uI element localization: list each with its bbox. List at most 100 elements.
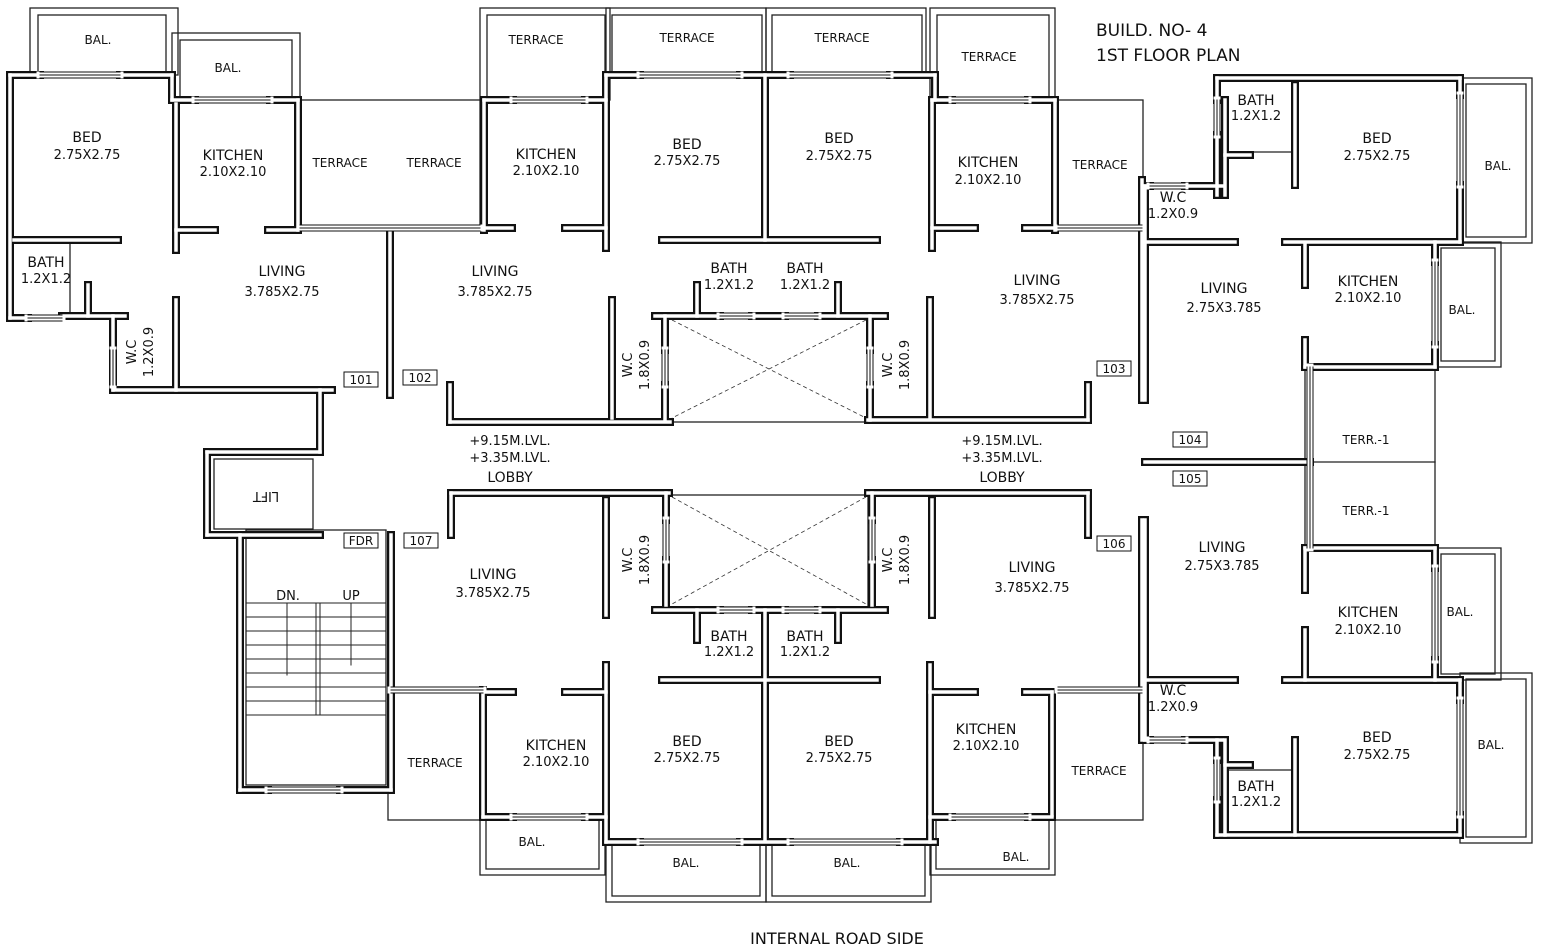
room-size: 2.75X2.75 [806, 149, 873, 164]
unit-number-105: 105 [1179, 472, 1202, 486]
room-balcony: BAL. [673, 856, 700, 870]
room-kitchen: KITCHEN [203, 148, 264, 164]
room-terrace: TERRACE [960, 50, 1016, 64]
lobby-text: LOBBY [979, 470, 1025, 486]
outline [935, 816, 1050, 870]
room-bed: BED [824, 734, 853, 750]
outline [771, 14, 923, 76]
room-size: 1.2X1.2 [780, 278, 830, 293]
room-kitchen: KITCHEN [516, 147, 577, 163]
room-bath: BATH [1237, 93, 1274, 109]
room-kitchen: KITCHEN [1338, 274, 1399, 290]
outline [1440, 553, 1496, 675]
level-text: +9.15M.LVL. [961, 434, 1042, 449]
room-balcony: BAL. [1449, 303, 1476, 317]
unit-number-102: 102 [409, 371, 432, 385]
room-living: LIVING [470, 567, 517, 583]
room-living: LIVING [1199, 540, 1246, 556]
road-label: INTERNAL ROAD SIDE [750, 929, 924, 948]
building-title: BUILD. NO- 4 [1096, 21, 1207, 41]
room-bath: BATH [710, 629, 747, 645]
unit-number-106: 106 [1103, 537, 1126, 551]
room-wc: W.C [125, 340, 140, 365]
room-terrace: TERRACE [1071, 158, 1127, 172]
room-bed: BED [824, 131, 853, 147]
stair-up-label: UP [342, 589, 360, 604]
room-balcony: BAL. [1478, 738, 1505, 752]
room-size: 1.2X1.2 [21, 272, 71, 287]
room-terrace: TERR.-1 [1342, 433, 1390, 447]
room-size: 2.75X2.75 [654, 751, 721, 766]
room-wc: W.C [1160, 683, 1187, 699]
unit-number-101: 101 [350, 373, 373, 387]
room-size: 3.785X2.75 [244, 285, 319, 300]
room-size: 3.785X2.75 [455, 586, 530, 601]
room-size: 3.785X2.75 [999, 293, 1074, 308]
room-bed: BED [72, 130, 101, 146]
room-bed: BED [1362, 730, 1391, 746]
room-kitchen: KITCHEN [1338, 605, 1399, 621]
room-size: 2.10X2.10 [523, 755, 590, 770]
room-bath: BATH [786, 629, 823, 645]
room-size: 1.2X0.9 [1148, 207, 1198, 222]
room-balcony: BAL. [834, 856, 861, 870]
room-bath: BATH [786, 261, 823, 277]
room-terrace: TERR.-1 [1342, 504, 1390, 518]
lift-label: LIFT [253, 488, 279, 503]
room-size: 1.8X0.9 [898, 535, 913, 585]
unit-number-107: 107 [410, 534, 433, 548]
room-size: 3.785X2.75 [457, 285, 532, 300]
room-bath: BATH [1237, 779, 1274, 795]
room-living: LIVING [259, 264, 306, 280]
room-balcony: BAL. [1485, 159, 1512, 173]
outline [667, 494, 869, 608]
room-size: 2.75X2.75 [1344, 149, 1411, 164]
level-text: +3.35M.LVL. [961, 451, 1042, 466]
outline [1440, 247, 1496, 362]
duct-shaft-top [671, 319, 867, 419]
outline [765, 841, 932, 903]
outline [387, 689, 484, 821]
room-wc: W.C [621, 353, 636, 378]
outline [611, 14, 763, 76]
lobby-label-left: +9.15M.LVL. +3.35M.LVL. LOBBY [469, 434, 550, 486]
outline [486, 14, 606, 101]
room-wc: W.C [1160, 190, 1187, 206]
room-size: 2.75X3.785 [1186, 301, 1261, 316]
room-terrace: TERRACE [405, 156, 461, 170]
room-balcony: BAL. [215, 61, 242, 75]
room-size: 2.75X2.75 [806, 751, 873, 766]
room-kitchen: KITCHEN [956, 722, 1017, 738]
room-terrace: TERRACE [1070, 764, 1126, 778]
outline [1465, 678, 1527, 838]
room-size: 1.2X0.9 [142, 327, 157, 377]
outline [1304, 366, 1436, 549]
room-terrace: TERRACE [658, 31, 714, 45]
room-size: 2.10X2.10 [953, 739, 1020, 754]
outline [1465, 83, 1527, 238]
stair-down-label: DN. [276, 589, 300, 604]
floor-plan-title: 1ST FLOOR PLAN [1096, 46, 1240, 66]
room-size: 3.785X2.75 [994, 581, 1069, 596]
room-size: 2.10X2.10 [955, 173, 1022, 188]
room-size: 2.10X2.10 [1335, 291, 1402, 306]
room-size: 2.10X2.10 [513, 164, 580, 179]
room-wc: W.C [881, 548, 896, 573]
lobby-text: LOBBY [487, 470, 533, 486]
level-text: +9.15M.LVL. [469, 434, 550, 449]
room-wc: W.C [881, 353, 896, 378]
outline [605, 841, 767, 903]
unit-number-103: 103 [1103, 362, 1126, 376]
room-size: 1.8X0.9 [638, 535, 653, 585]
walls [6, 71, 1464, 846]
outline [479, 7, 611, 101]
fdr-label: FDR [349, 534, 373, 548]
outline [1054, 689, 1144, 821]
room-balcony: BAL. [1447, 605, 1474, 619]
room-size: 2.75X3.785 [1184, 559, 1259, 574]
outline [667, 317, 869, 423]
room-size: 1.2X1.2 [1231, 795, 1281, 810]
duct-shaft-bottom [671, 496, 867, 605]
level-text: +3.35M.LVL. [469, 451, 550, 466]
